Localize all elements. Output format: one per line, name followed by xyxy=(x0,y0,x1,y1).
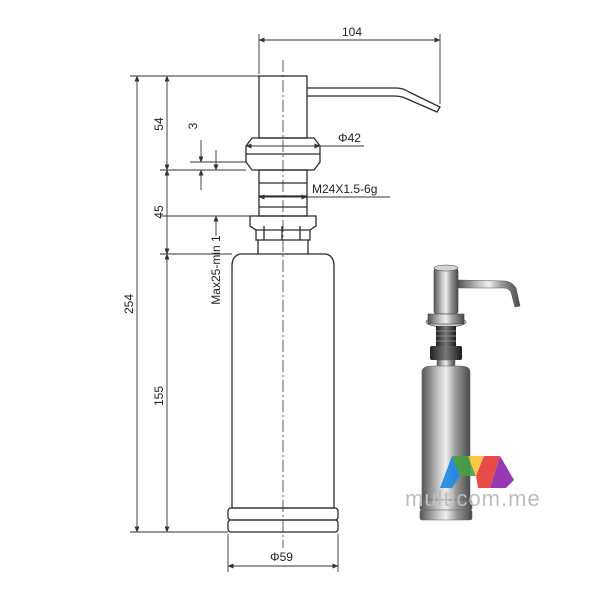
watermark-logo-icon xyxy=(440,456,514,488)
dim-total-height: 254 xyxy=(122,294,136,314)
flange-collar xyxy=(245,137,321,171)
locking-nut xyxy=(249,215,317,241)
dim-flange-diameter: Φ42 xyxy=(338,131,361,145)
dimension-lines xyxy=(130,34,441,572)
spout xyxy=(307,87,441,113)
dim-pump-head-height: 54 xyxy=(152,117,166,131)
watermark-text: multicom.me xyxy=(405,486,541,511)
dim-bottle-diameter: Φ59 xyxy=(270,550,293,564)
dim-counter-thickness: Max25-min 1 xyxy=(209,235,223,305)
dispenser-outline xyxy=(227,75,441,533)
dim-bottle-height: 155 xyxy=(152,386,166,406)
dim-neck-height: 45 xyxy=(152,205,166,219)
dim-gap: 3 xyxy=(186,122,200,129)
dim-spout-length: 104 xyxy=(342,25,362,39)
dim-thread: M24X1.5-6g xyxy=(312,182,377,196)
